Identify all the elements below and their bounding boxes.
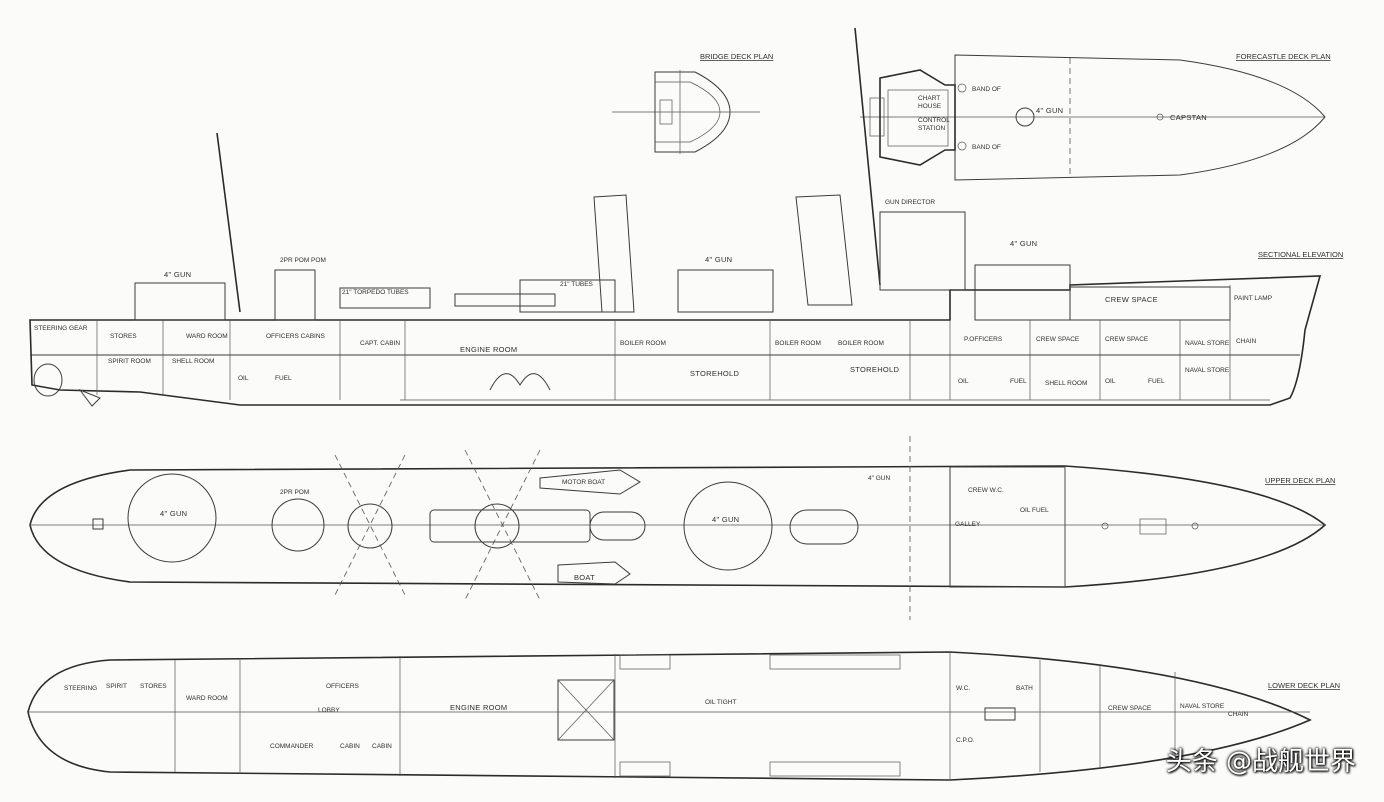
label-upper-gun-fwd: 4" GUN bbox=[868, 475, 890, 482]
title-forecastle-plan: FORECASTLE DECK PLAN bbox=[1236, 52, 1331, 61]
label-lower-chain: CHAIN bbox=[1228, 711, 1249, 718]
sectional-elevation: SECTIONAL ELEVATION bbox=[29, 27, 1343, 407]
label-upper-pom: 2PR POM bbox=[280, 489, 309, 496]
label-shell-room: SHELL ROOM bbox=[172, 358, 214, 365]
title-upper-deck: UPPER DECK PLAN bbox=[1265, 476, 1335, 485]
label-oil: OIL bbox=[238, 375, 249, 382]
label-naval-store-b: NAVAL STORE bbox=[1185, 367, 1230, 374]
label-forecastle-gun: 4" GUN bbox=[1036, 106, 1063, 115]
label-engine-room: ENGINE ROOM bbox=[460, 345, 517, 354]
label-lower-officers: OFFICERS bbox=[326, 683, 360, 690]
label-crew-space: CREW SPACE bbox=[1036, 336, 1080, 343]
label-station: STATION bbox=[918, 125, 946, 132]
label-naval-store: NAVAL STORE bbox=[1185, 340, 1230, 347]
label-lower-commander: COMMANDER bbox=[270, 743, 314, 750]
label-gun-aft: 4" GUN bbox=[164, 270, 191, 279]
label-lower-lobby: LOBBY bbox=[318, 707, 340, 714]
label-lower-oil-tight: OIL TIGHT bbox=[705, 699, 736, 706]
label-torpedo-a: 21" TORPEDO TUBES bbox=[342, 289, 409, 296]
label-lower-crew-space: CREW SPACE bbox=[1108, 705, 1152, 712]
label-crew-space-c: CREW SPACE bbox=[1105, 295, 1158, 304]
title-bridge-plan: BRIDGE DECK PLAN bbox=[700, 52, 773, 61]
label-storehold-a: STOREHOLD bbox=[690, 369, 740, 378]
label-band-b: BAND OF bbox=[972, 144, 1001, 151]
label-officers-cabins: OFFICERS CABINS bbox=[266, 333, 326, 340]
bridge-deck-plan: BRIDGE DECK PLAN bbox=[612, 52, 773, 154]
label-band-a: BAND OF bbox=[972, 86, 1001, 93]
title-lower-deck: LOWER DECK PLAN bbox=[1268, 681, 1340, 690]
label-crew-space-b: CREW SPACE bbox=[1105, 336, 1149, 343]
label-control: CONTROL bbox=[918, 117, 950, 124]
label-crew-wc: CREW W.C. bbox=[968, 487, 1004, 494]
label-boiler-b: BOILER ROOM bbox=[775, 340, 821, 347]
label-paint-lamp: PAINT LAMP bbox=[1234, 295, 1272, 302]
label-lower-spirit: SPIRIT bbox=[106, 683, 127, 690]
label-boiler-a: BOILER ROOM bbox=[620, 340, 666, 347]
label-gun-director: GUN DIRECTOR bbox=[885, 199, 935, 206]
label-chart: CHART bbox=[918, 95, 940, 102]
label-capt-cabin: CAPT. CABIN bbox=[360, 340, 400, 347]
label-lower-steering: STEERING bbox=[64, 685, 97, 692]
label-petty-officers: P.OFFICERS bbox=[964, 336, 1003, 343]
watermark: 头条 @战舰世界 bbox=[1165, 747, 1356, 777]
label-lower-engine-room: ENGINE ROOM bbox=[450, 703, 507, 712]
forecastle-deck-plan: FORECASTLE DECK PLAN CHART HOUSE CONTROL… bbox=[860, 52, 1331, 181]
label-oil-c: OIL bbox=[1105, 378, 1116, 385]
label-shell-room-b: SHELL ROOM bbox=[1045, 380, 1087, 387]
label-boiler-c: BOILER ROOM bbox=[838, 340, 884, 347]
label-fuel-c: FUEL bbox=[1148, 378, 1165, 385]
label-fuel-b: FUEL bbox=[1010, 378, 1027, 385]
label-capstan: CAPSTAN bbox=[1170, 113, 1207, 122]
label-gun-mid: 4" GUN bbox=[705, 255, 732, 264]
label-lower-naval-store: NAVAL STORE bbox=[1180, 703, 1225, 710]
label-oil-fuel: OIL FUEL bbox=[1020, 507, 1049, 514]
label-house: HOUSE bbox=[918, 103, 942, 110]
label-fuel: FUEL bbox=[275, 375, 292, 382]
title-sectional: SECTIONAL ELEVATION bbox=[1258, 250, 1343, 259]
label-steering-gear: STEERING GEAR bbox=[34, 325, 88, 332]
label-torpedo-b: 21" TUBES bbox=[560, 281, 594, 288]
label-boat: BOAT bbox=[574, 573, 595, 582]
label-lower-ward-room: WARD ROOM bbox=[186, 695, 228, 702]
label-chain: CHAIN bbox=[1236, 338, 1257, 345]
upper-deck-plan: UPPER DECK PLAN 4" GUN 2PR POM bbox=[29, 436, 1335, 620]
label-lower-cpo: C.P.O. bbox=[956, 737, 975, 744]
label-lower-wc: W.C. bbox=[956, 685, 970, 692]
label-upper-gun-aft: 4" GUN bbox=[160, 509, 187, 518]
label-lower-cabin-b: CABIN bbox=[372, 743, 392, 750]
lower-deck-plan: LOWER DECK PLAN STEERING SPIRIT STORES W… bbox=[27, 651, 1340, 781]
label-lower-stores: STORES bbox=[140, 683, 167, 690]
label-motor-boat: MOTOR BOAT bbox=[562, 479, 605, 486]
label-gun-fwd: 4" GUN bbox=[1010, 239, 1037, 248]
label-ward-room: WARD ROOM bbox=[186, 333, 228, 340]
label-stores: STORES bbox=[110, 333, 137, 340]
label-pom: 2PR POM POM bbox=[280, 257, 326, 264]
label-spirit-room: SPIRIT ROOM bbox=[108, 358, 151, 365]
label-upper-gun-mid: 4" GUN bbox=[712, 515, 739, 524]
label-storehold-b: STOREHOLD bbox=[850, 365, 900, 374]
label-galley: GALLEY bbox=[955, 521, 981, 528]
label-lower-cabin-a: CABIN bbox=[340, 743, 360, 750]
label-lower-bath: BATH bbox=[1016, 685, 1033, 692]
label-oil-b: OIL bbox=[958, 378, 969, 385]
